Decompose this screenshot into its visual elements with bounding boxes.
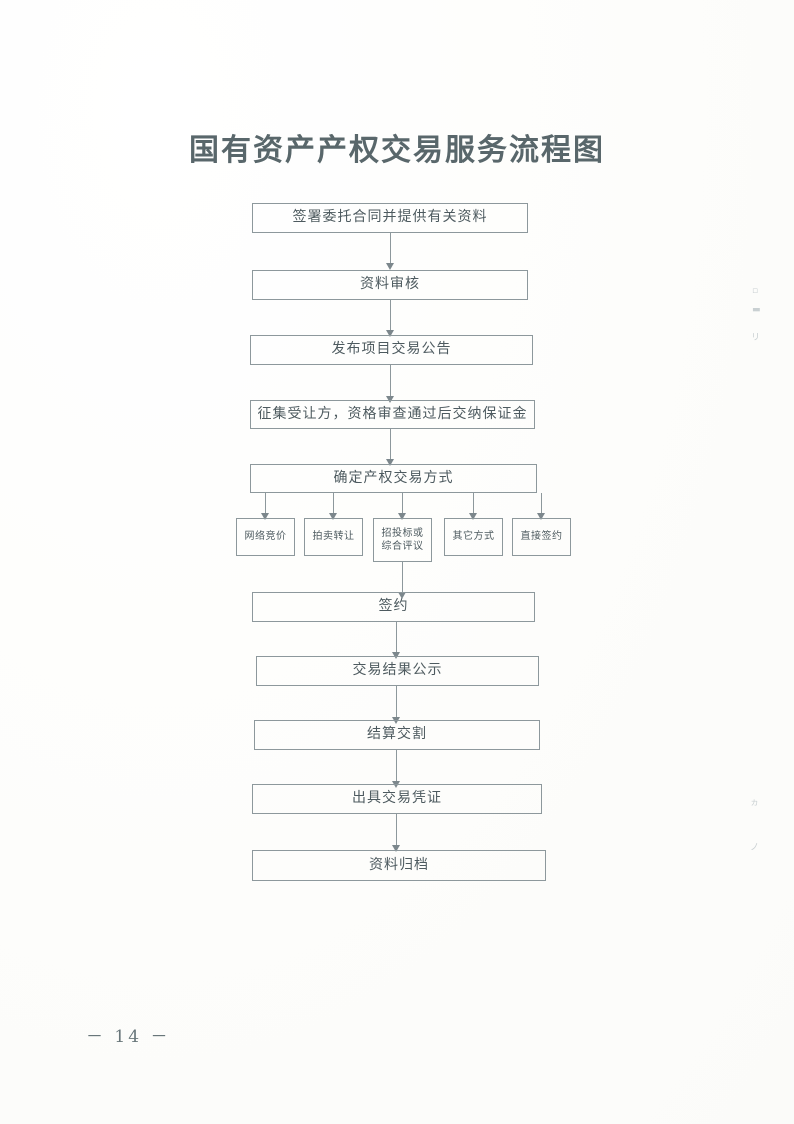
connector-n5-b1 <box>265 493 266 515</box>
flow-node-archive-documents[interactable]: 资料归档 <box>252 850 546 881</box>
connector-n5-b3 <box>402 493 403 515</box>
arrowhead-n4-n5 <box>386 459 394 466</box>
arrowhead-n9-n10 <box>392 845 400 852</box>
arrowhead-n5-b5 <box>537 513 545 520</box>
flow-node-document-review[interactable]: 资料审核 <box>252 270 528 300</box>
connector-n4-n5 <box>390 429 391 461</box>
flow-node-auction-transfer[interactable]: 拍卖转让 <box>304 518 363 556</box>
page-number: － 14 － <box>86 1027 171 1047</box>
scan-speck-2: ▬ <box>752 305 761 315</box>
connector-n5-b5 <box>541 493 542 515</box>
connector-n2-n3 <box>390 300 391 332</box>
flow-node-signing[interactable]: 签约 <box>252 592 535 622</box>
scan-speck-4: ヵ <box>750 798 760 808</box>
flow-node-other-methods[interactable]: 其它方式 <box>444 518 503 556</box>
arrowhead-b3-n6 <box>398 592 406 599</box>
flow-node-sign-contract[interactable]: 签署委托合同并提供有关资料 <box>252 203 528 233</box>
flow-node-online-bidding[interactable]: 网络竞价 <box>236 518 295 556</box>
arrowhead-n5-b4 <box>469 513 477 520</box>
flow-node-tender-or-review-line1: 招投标或 <box>381 527 424 539</box>
page-title: 国有资产产权交易服务流程图 <box>189 133 605 168</box>
flow-node-tender-or-review[interactable]: 招投标或 综合评议 <box>373 518 432 562</box>
connector-n5-b4 <box>473 493 474 515</box>
arrowhead-n2-n3 <box>386 330 394 337</box>
connector-n8-n9 <box>396 750 397 783</box>
arrowhead-n3-n4 <box>386 396 394 403</box>
flow-node-settlement-delivery[interactable]: 结算交割 <box>254 720 540 750</box>
flow-node-result-publicity[interactable]: 交易结果公示 <box>256 656 539 686</box>
connector-n3-n4 <box>390 365 391 398</box>
scan-speck-1: ▫ <box>752 286 759 296</box>
flow-node-determine-trading-method[interactable]: 确定产权交易方式 <box>250 464 537 493</box>
flow-node-issue-certificate[interactable]: 出具交易凭证 <box>252 784 542 814</box>
arrowhead-n5-b2 <box>329 513 337 520</box>
flow-node-publish-announcement[interactable]: 发布项目交易公告 <box>250 335 533 365</box>
scan-speck-3: リ <box>751 333 761 343</box>
connector-b3-n6 <box>402 562 403 594</box>
flow-node-tender-or-review-line2: 综合评议 <box>381 541 424 552</box>
connector-n5-b2 <box>333 493 334 515</box>
flow-node-collect-transferee[interactable]: 征集受让方，资格审查通过后交纳保证金 <box>250 400 535 429</box>
connector-n6-n7 <box>396 622 397 654</box>
arrowhead-n1-n2 <box>386 263 394 270</box>
arrowhead-n6-n7 <box>392 652 400 659</box>
scan-speck-5: ノ <box>750 843 760 853</box>
connector-n7-n8 <box>396 686 397 719</box>
connector-n9-n10 <box>396 814 397 847</box>
flow-node-direct-signing[interactable]: 直接签约 <box>512 518 571 556</box>
arrowhead-n5-b3 <box>398 513 406 520</box>
arrowhead-n5-b1 <box>261 513 269 520</box>
connector-n1-n2 <box>390 233 391 265</box>
